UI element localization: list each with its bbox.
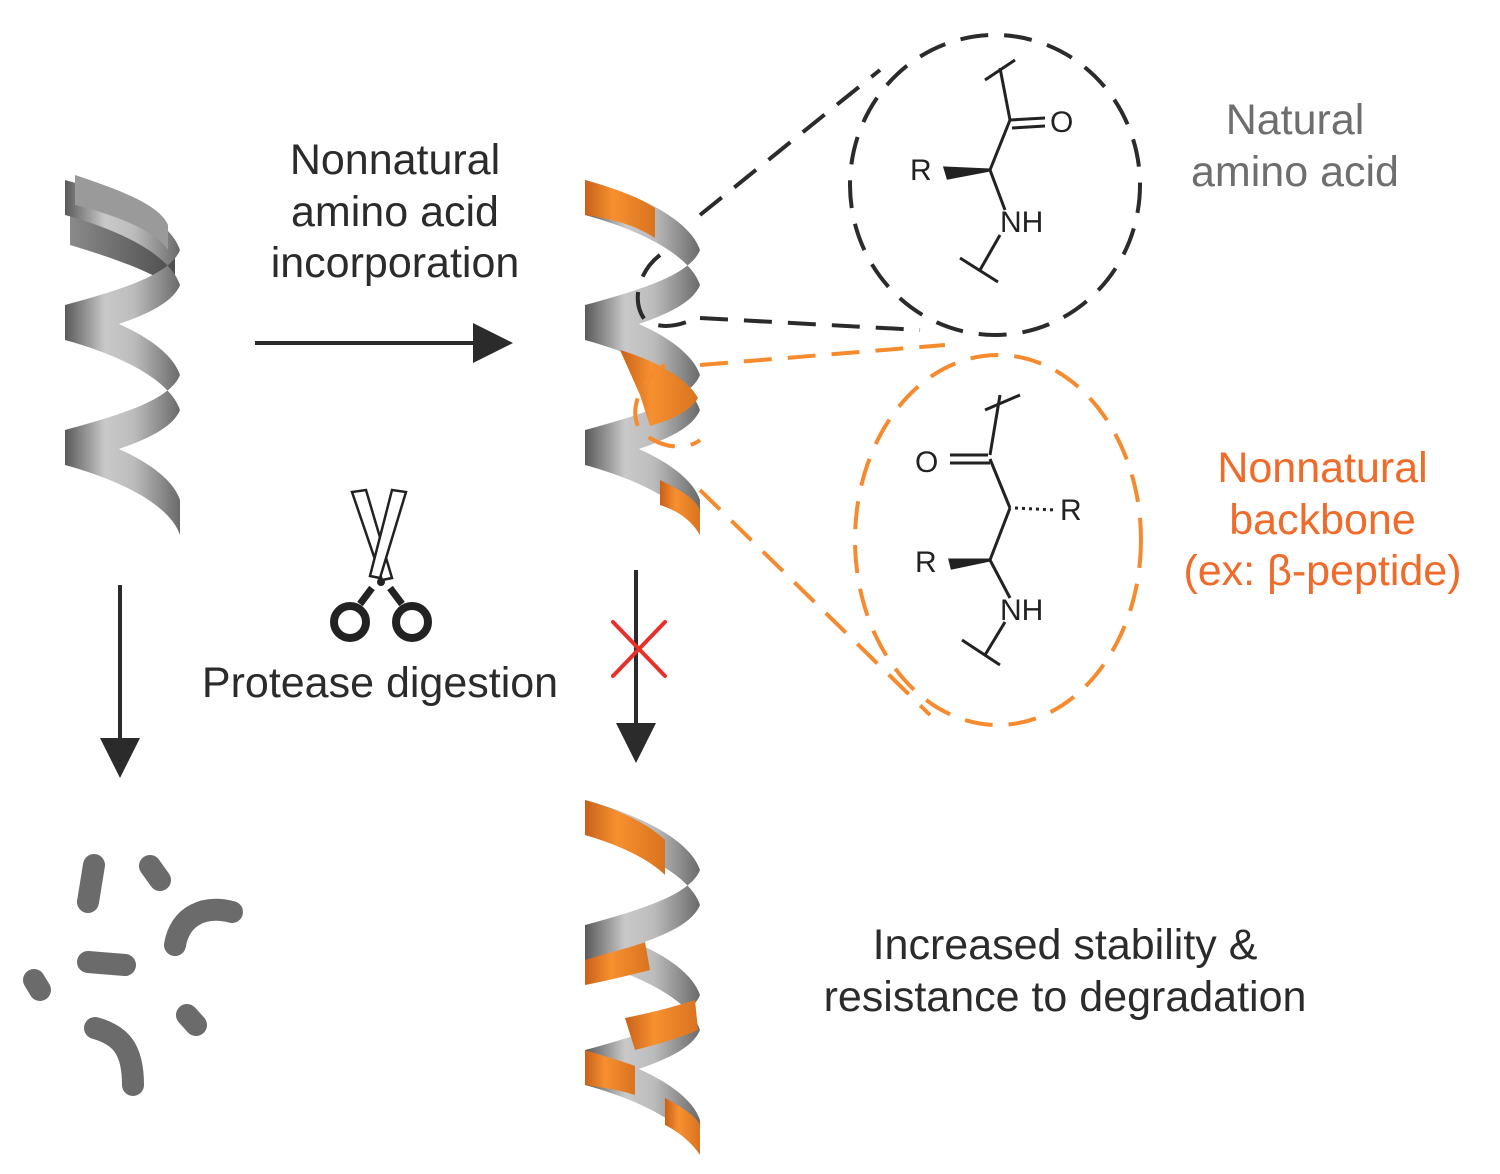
natural-line-2: amino acid	[1191, 147, 1399, 196]
helix-icon	[65, 175, 180, 535]
incorporation-line-3: incorporation	[270, 239, 520, 288]
helix-icon	[585, 180, 700, 535]
cross-icon	[611, 620, 667, 678]
scissors-icon	[330, 488, 432, 642]
result-line-1: Increased stability &	[872, 921, 1258, 969]
incorporation-line-2: amino acid	[291, 187, 499, 236]
incorporation-line-1: Nonnatural	[289, 136, 501, 184]
result-label: Increased stability & resistance to degr…	[760, 920, 1370, 1023]
protease-label: Protease digestion	[201, 659, 559, 707]
natural-nh-label: NH	[1000, 206, 1043, 239]
natural-line-1: Natural	[1225, 96, 1365, 144]
beta-nh-label: NH	[1000, 594, 1043, 627]
nonnatural-label: Nonnatural backbone (ex: β-peptide)	[1150, 443, 1495, 598]
beta-structure	[948, 393, 1056, 667]
natural-r-label: R	[910, 154, 932, 187]
nonnatural-line-3: (ex: β-peptide)	[1183, 547, 1462, 596]
natural-structure	[942, 58, 1046, 284]
nonnatural-line-1: Nonnatural	[1217, 444, 1428, 492]
beta-r1-label: R	[1060, 494, 1082, 527]
natural-callout	[635, 33, 1142, 337]
beta-o-label: O	[915, 446, 938, 479]
incorporation-label: Nonnatural amino acid incorporation	[235, 135, 555, 290]
beta-callout	[633, 343, 1143, 727]
natural-o-label: O	[1050, 106, 1073, 139]
helix-icon	[585, 800, 700, 1155]
natural-label: Natural amino acid	[1150, 95, 1440, 198]
beta-r2-label: R	[915, 546, 937, 579]
result-line-2: resistance to degradation	[823, 972, 1307, 1021]
fragment-icon	[23, 854, 243, 1096]
nonnatural-line-2: backbone	[1229, 495, 1416, 544]
